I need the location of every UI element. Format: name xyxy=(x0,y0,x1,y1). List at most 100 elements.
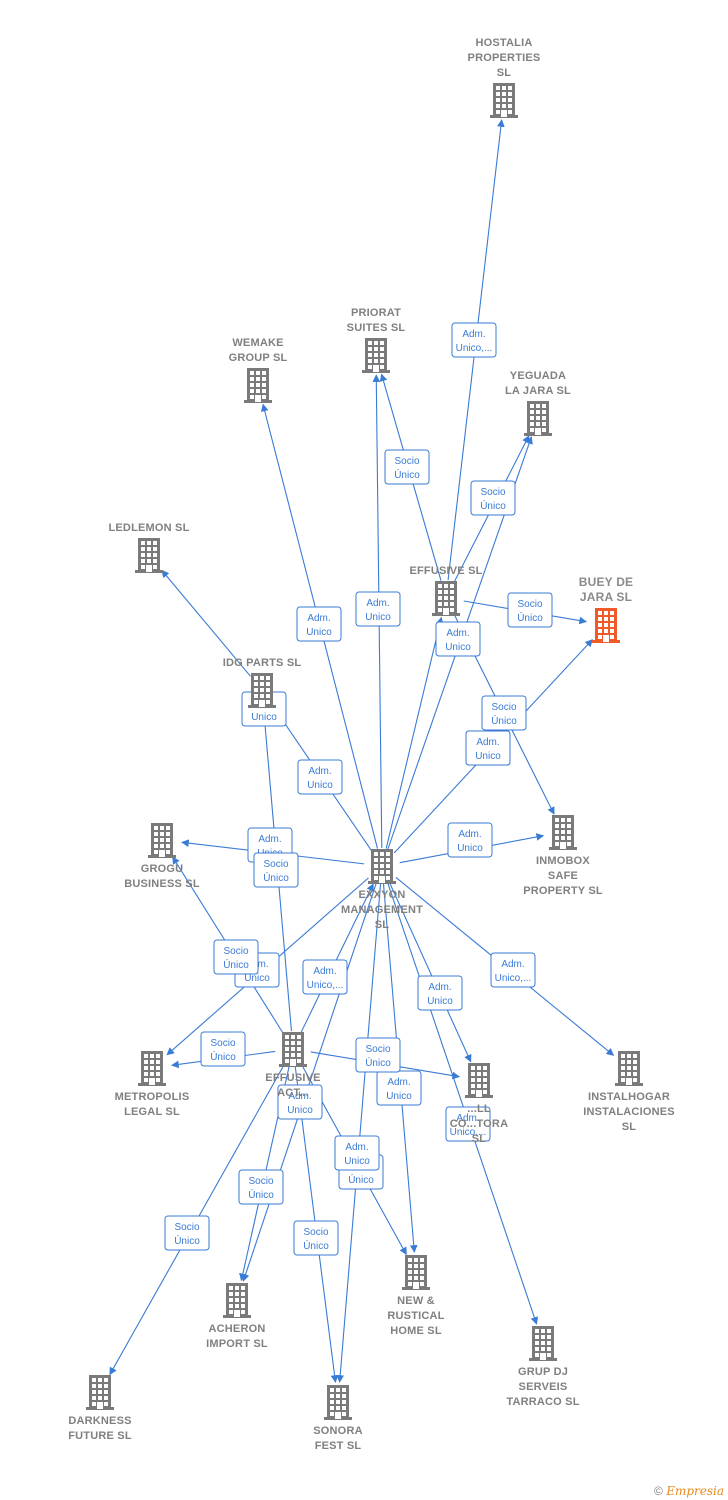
footer-credit: © Empresia xyxy=(654,1484,724,1498)
edge-label-text: Adm. xyxy=(307,613,330,624)
brand-logo[interactable]: Empresia xyxy=(666,1484,724,1498)
edge-label[interactable]: Adm. Unico xyxy=(465,730,511,766)
edge-label-text: Adm. xyxy=(462,329,485,340)
edge-label[interactable]: Adm.Unico,... xyxy=(445,1106,491,1142)
node-label: IMPORT SL xyxy=(206,1338,268,1350)
node-label: YEGUADA xyxy=(510,370,566,382)
edge-label-text: Único xyxy=(174,1234,200,1247)
building-icon xyxy=(279,1032,307,1067)
edge-label-text: Unico xyxy=(287,1105,313,1116)
node-label: DARKNESS xyxy=(68,1415,131,1427)
edge-label[interactable]: Adm.Unico xyxy=(334,1135,380,1171)
edge-label-box xyxy=(481,695,527,731)
edge-label[interactable]: Adm.Unico xyxy=(435,621,481,657)
edge-label-text: Unico xyxy=(306,627,332,638)
edge-label[interactable]: Adm.Unico xyxy=(355,591,401,627)
node-label: NEW & xyxy=(397,1295,435,1307)
edge-label-box xyxy=(164,1215,210,1251)
node-idg[interactable]: IDG PARTS SL xyxy=(223,657,302,708)
edge-label-text: Unico xyxy=(475,751,501,762)
node-effusive_act[interactable]: EFFUSIVEACT... xyxy=(265,1032,320,1099)
node-label: ACHERON xyxy=(208,1323,265,1335)
node-ledlemon[interactable]: LEDLEMON SL xyxy=(108,522,189,573)
edge-labels-layer: Adm.Unico,...SocioÚnicoSocioÚnicoSocioÚn… xyxy=(164,322,553,1256)
edge-exxyon-to-effusive xyxy=(385,616,444,849)
node-label: ...LL xyxy=(467,1103,491,1115)
edge-label-box xyxy=(213,939,259,975)
edge-label-box xyxy=(293,1220,339,1256)
edge-label[interactable]: Adm.Unico,... xyxy=(302,959,348,995)
edge-label[interactable]: Adm.Unico xyxy=(417,975,463,1011)
node-acheron[interactable]: ACHERON IMPORT SL xyxy=(206,1283,268,1350)
edge-label-text: Adm. xyxy=(458,829,481,840)
edge-label[interactable]: Adm. Unico xyxy=(376,1070,422,1106)
edge-label-text: Unico xyxy=(457,843,483,854)
edge-label-box xyxy=(470,480,516,516)
node-label: FEST SL xyxy=(315,1440,362,1452)
edge-label[interactable]: Adm.Unico,... xyxy=(451,322,497,358)
node-label: EXXYON xyxy=(358,889,405,901)
edge-label-box xyxy=(435,621,481,657)
node-label: TARRACO SL xyxy=(506,1396,579,1408)
building-icon xyxy=(529,1326,557,1361)
edge-label[interactable]: Adm.Unico xyxy=(277,1084,323,1120)
edge-label-text: Socio xyxy=(263,859,288,870)
node-label: SERVEIS xyxy=(519,1381,568,1393)
building-icon xyxy=(592,608,620,643)
edge-label[interactable]: Adm. Unico xyxy=(447,822,493,858)
edge-label-box xyxy=(507,592,553,628)
edge-label-text: Único xyxy=(517,611,543,624)
building-icon xyxy=(324,1385,352,1420)
edge-label-text: Adm. xyxy=(501,959,524,970)
node-label: INSTALACIONES xyxy=(583,1106,675,1118)
building-icon xyxy=(465,1063,493,1098)
edge-label-text: Único xyxy=(223,958,249,971)
edge-label-box xyxy=(384,449,430,485)
node-effusive[interactable]: EFFUSIVE SL xyxy=(409,565,482,616)
node-label: SUITES SL xyxy=(347,322,406,334)
edge-label-box xyxy=(277,1084,323,1120)
edge-label[interactable]: Adm. Unico,... xyxy=(490,952,536,988)
building-icon xyxy=(148,823,176,858)
node-label: CO...TORA xyxy=(450,1118,508,1130)
edge-label-text: Único xyxy=(210,1050,236,1063)
building-icon xyxy=(244,368,272,403)
node-label: MANAGEMENT xyxy=(341,904,423,916)
edge-label[interactable]: Adm.Unico xyxy=(297,759,343,795)
edge-label-text: Unico,... xyxy=(495,973,532,984)
edge-label-text: Socio xyxy=(303,1227,328,1238)
edge-label-text: Socio xyxy=(394,456,419,467)
edge-label-text: Unico xyxy=(386,1091,412,1102)
edge-label-text: Adm. xyxy=(476,737,499,748)
edge-label-text: Adm. xyxy=(387,1077,410,1088)
edge-label-box xyxy=(238,1169,284,1205)
edge-label[interactable]: Adm. Unico xyxy=(296,606,342,642)
